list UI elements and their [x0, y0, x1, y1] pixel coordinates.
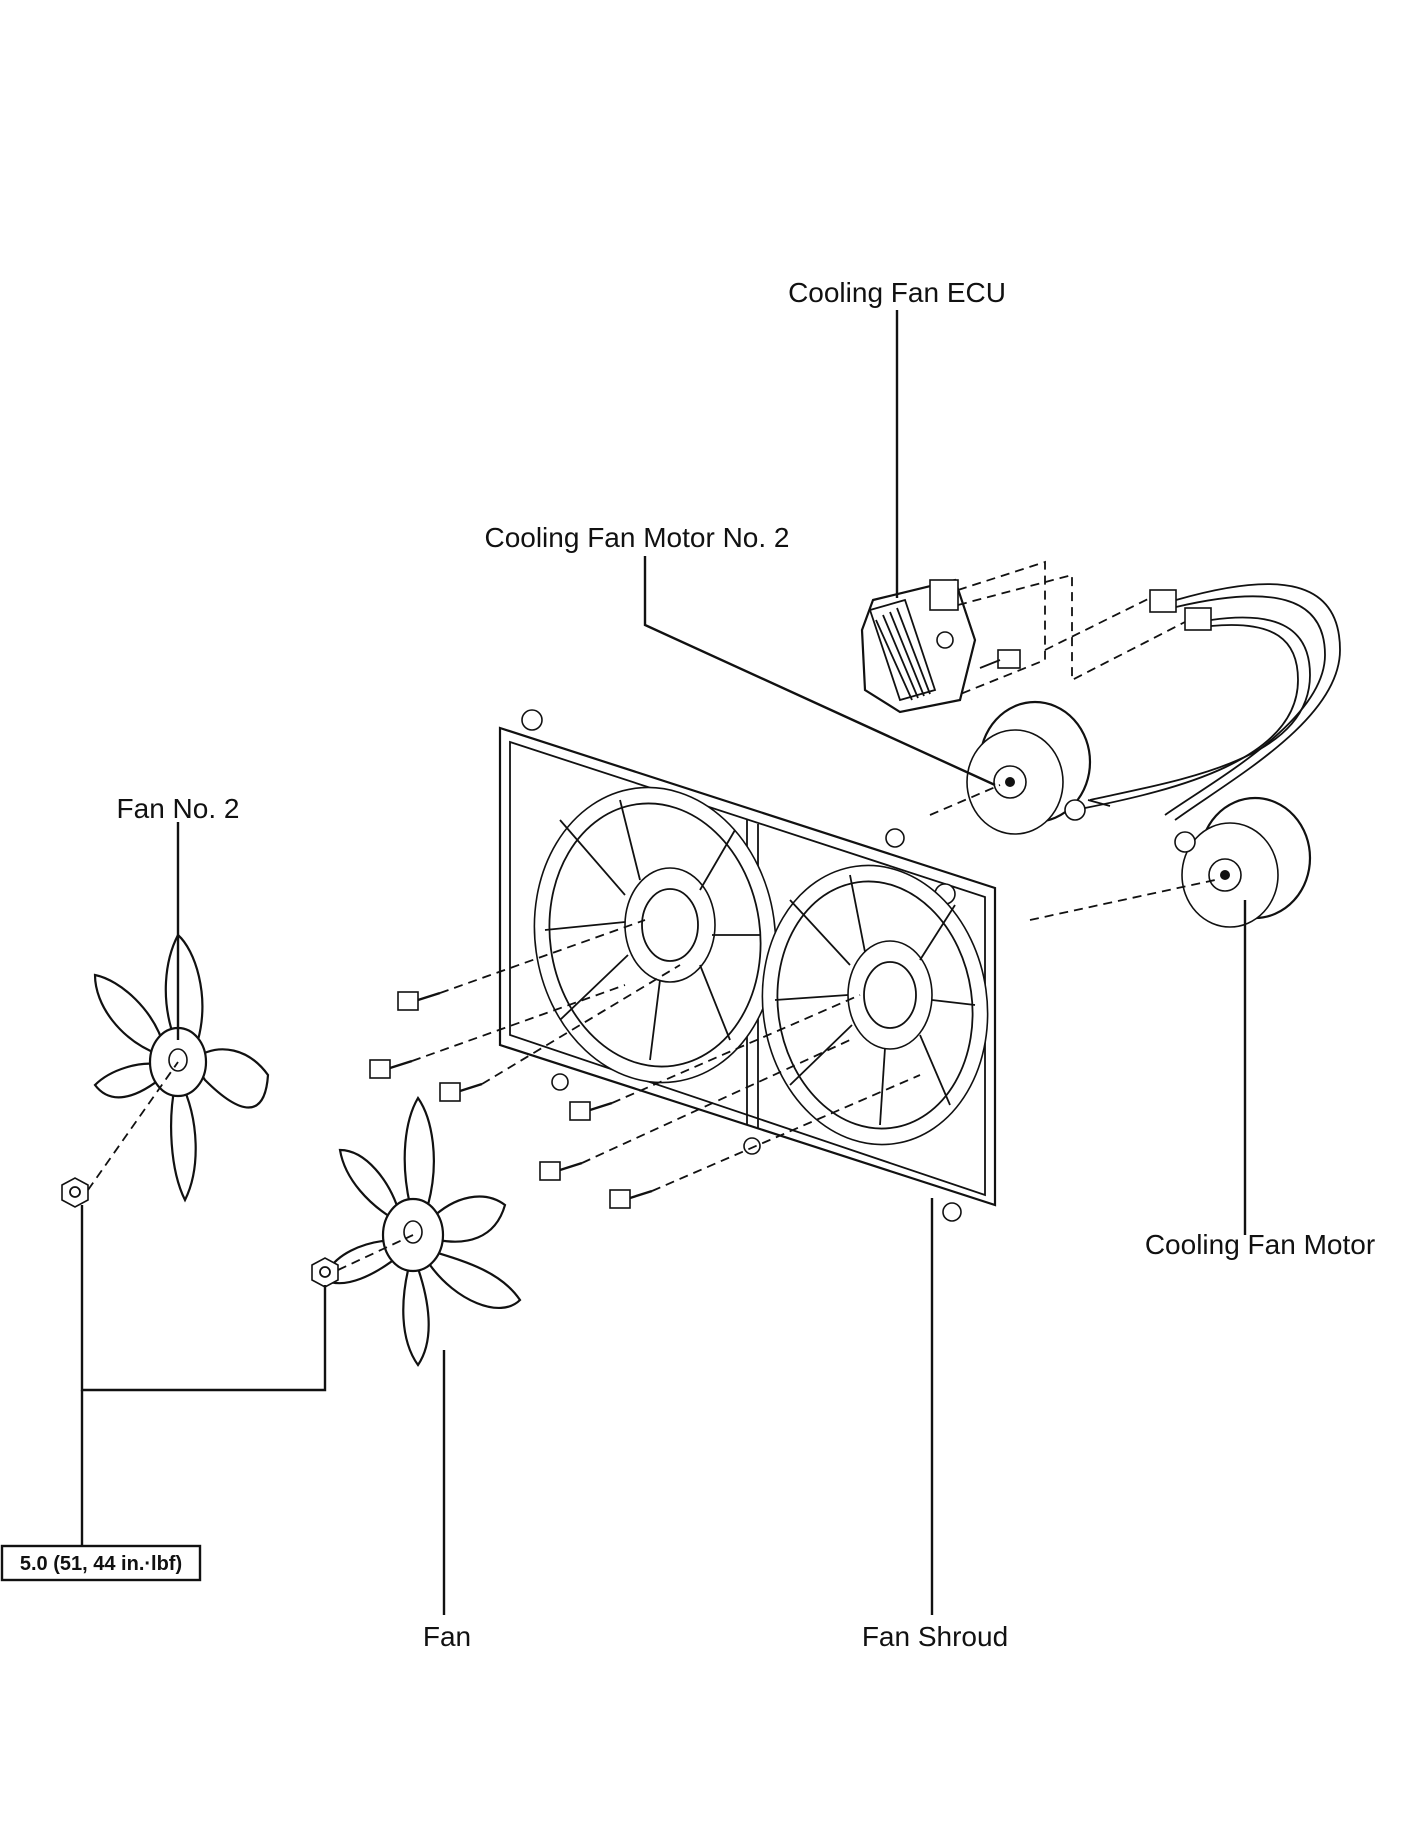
leader-lines — [80, 310, 1247, 1615]
fan-shroud — [498, 709, 997, 1222]
label-fan: Fan — [423, 1621, 471, 1652]
leader-torque — [80, 1205, 327, 1392]
label-cooling-fan-motor: Cooling Fan Motor — [1145, 1229, 1375, 1260]
bolt-3 — [439, 1082, 483, 1102]
bolt-4 — [569, 1101, 613, 1121]
torque-spec-value: 5.0 (51, 44 in.·lbf) — [20, 1553, 182, 1575]
cooling-fan-ecu-part — [860, 578, 1021, 714]
shroud-bolts — [369, 991, 653, 1209]
bolt-1 — [397, 991, 441, 1011]
labels: Cooling Fan ECU Cooling Fan Motor No. 2 … — [117, 277, 1376, 1652]
label-fan-shroud: Fan Shroud — [862, 1621, 1008, 1652]
label-cooling-fan-motor-no2: Cooling Fan Motor No. 2 — [484, 522, 789, 553]
leader-cooling-fan-motor-no2 — [643, 556, 996, 787]
cooling-fan-motor-part — [1174, 796, 1312, 928]
label-fan-no2: Fan No. 2 — [117, 793, 240, 824]
cooling-fan-motor-no2-part — [966, 700, 1111, 835]
label-cooling-fan-ecu: Cooling Fan ECU — [788, 277, 1006, 308]
wiring-harness — [1084, 583, 1341, 821]
bolt-2 — [369, 1059, 413, 1079]
fan-part — [311, 1095, 522, 1367]
alignment-lines — [87, 560, 1216, 1271]
torque-spec-box: 5.0 (51, 44 in.·lbf) — [0, 1544, 202, 1582]
bolt-6 — [609, 1189, 653, 1209]
fan-no2-part — [61, 933, 270, 1208]
bolt-5 — [539, 1161, 583, 1181]
